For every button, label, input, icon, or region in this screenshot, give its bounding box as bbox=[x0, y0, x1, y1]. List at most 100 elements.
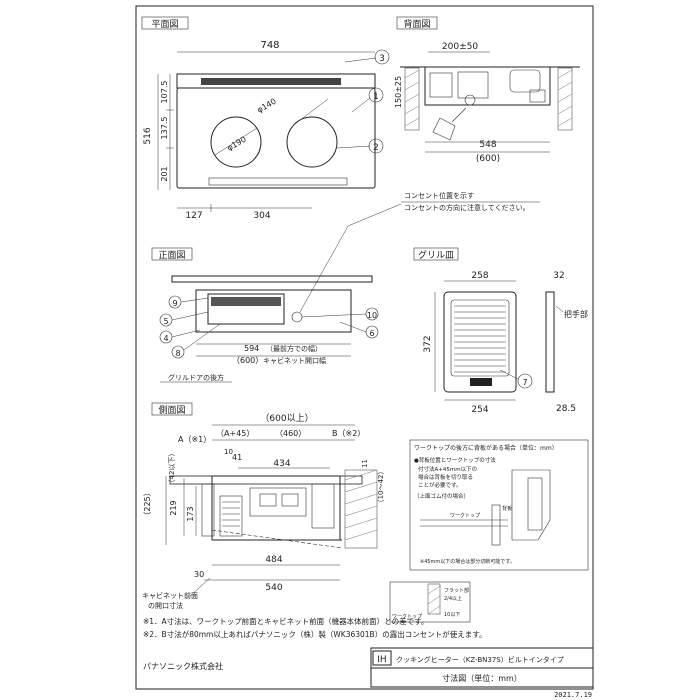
plan-x1-dim: 127 bbox=[185, 211, 202, 221]
inset-title: ワークトップの後方に背板がある場合（単位：mm） bbox=[414, 444, 558, 452]
grill-callout-7: 7 bbox=[522, 378, 527, 387]
right-burner-diameter: φ140 bbox=[256, 97, 278, 115]
note-2: ※2．B寸法が80mm以上あればパナソニック（株）製（WK36301B）の露出コ… bbox=[143, 629, 486, 639]
plan-view: 平面図 748 φ190 φ140 516 107.5 137.5 201 12… bbox=[141, 16, 390, 221]
front-callout-9: 9 bbox=[172, 299, 177, 308]
side-view-title: 側面図 bbox=[158, 404, 185, 416]
control-panel bbox=[208, 177, 348, 186]
back-walls bbox=[404, 67, 573, 131]
detail-worktop: ワークトップ bbox=[392, 614, 422, 620]
back-view-title: 背面図 bbox=[403, 18, 430, 30]
left-burner bbox=[210, 116, 262, 168]
cabinet-note-1: キャビネット前面 bbox=[142, 591, 198, 600]
side-41-dim: 41 bbox=[232, 453, 242, 462]
title-block: パナソニック株式会社 IH クッキングヒーター（KZ-BN37S）ビルトインタイ… bbox=[143, 647, 594, 699]
inset-line-5: （上面ゴム付の場合） bbox=[414, 492, 469, 500]
back-view: 背面図 200±50 150±25 bbox=[299, 16, 580, 313]
side-b-label: B（※2） bbox=[332, 429, 365, 438]
back-width-dim: 548 bbox=[479, 140, 496, 150]
side-view: 側面図 （600以上） A（※1） （A+45） （460） B（※2） 41 … bbox=[142, 402, 589, 623]
plan-d3-dim: 201 bbox=[160, 166, 169, 181]
front-width-note: （最前方での幅） bbox=[266, 344, 322, 353]
plan-d2-dim: 137.5 bbox=[160, 117, 169, 140]
front-opening-note: キャビネット開口幅 bbox=[263, 356, 326, 365]
company-name: パナソニック株式会社 bbox=[143, 661, 223, 671]
side-grill-slots bbox=[222, 501, 240, 527]
plan-x2-dim: 304 bbox=[253, 211, 270, 221]
grill-pan-view: グリル皿 258 32 調理器具 372 254 把手部 28.5 bbox=[413, 247, 588, 415]
front-top-plate bbox=[171, 275, 373, 283]
inset-back-label: 背板 bbox=[502, 505, 512, 512]
detail-10max: 10以下 bbox=[444, 612, 460, 618]
grill-top-width: 258 bbox=[471, 271, 488, 281]
front-callout-8: 8 bbox=[175, 349, 180, 358]
grill-ridges bbox=[454, 305, 506, 373]
drawing-date: 2021.7.19 bbox=[554, 691, 592, 699]
cabinet-note-2: の開口寸法 bbox=[148, 601, 183, 610]
worktop bbox=[169, 475, 363, 485]
grill-view-title: グリル皿 bbox=[418, 249, 454, 261]
side-30-dim: 30 bbox=[194, 570, 204, 579]
notes: ※1．A寸法は、ワークトップ前面とキャビネット前面（機器本体前面）との差です。 … bbox=[143, 616, 486, 639]
product-name: クッキングヒーター（KZ-BN37S）ビルトインタイプ bbox=[396, 655, 564, 664]
side-225-dim: （225） bbox=[143, 488, 152, 519]
outlet-direction-note: コンセントの方向に注意してください。 bbox=[404, 203, 530, 212]
side-10-42-dim: （10～42） bbox=[377, 468, 385, 507]
front-callout-6: 6 bbox=[369, 329, 374, 338]
plan-view-title: 平面図 bbox=[151, 19, 178, 30]
side-a-dim: （A+45） bbox=[216, 429, 254, 438]
side-484-dim: 484 bbox=[265, 555, 282, 565]
grill-pan bbox=[443, 291, 517, 393]
plan-width-dim: 748 bbox=[260, 40, 279, 51]
outlet-icon bbox=[432, 117, 456, 141]
plan-callout-2: 2 bbox=[373, 143, 379, 153]
grill-door bbox=[207, 293, 285, 325]
side-219-dim: 219 bbox=[169, 500, 178, 515]
ih-mark: IH bbox=[377, 655, 386, 665]
grill-bottom-width: 254 bbox=[471, 405, 488, 415]
detail-ratio: 2/4以上 bbox=[444, 595, 462, 602]
left-burner-diameter: φ190 bbox=[226, 135, 248, 153]
worktop-detail bbox=[389, 581, 471, 623]
side-a-label: A（※1） bbox=[178, 435, 211, 444]
back-width-paren: (600) bbox=[476, 154, 500, 164]
front-width-dim: 594 bbox=[244, 344, 259, 353]
side-b-dim: （460） bbox=[275, 429, 306, 438]
side-173-dim: 173 bbox=[186, 506, 195, 521]
inset-line-3: 場合は背板を切り取る bbox=[418, 473, 473, 481]
grill-grip-label: 把手部 bbox=[564, 309, 588, 319]
side-10-dim: 10 bbox=[224, 448, 233, 456]
inset-note: ※45mm以下の場合は部分切断可能です。 bbox=[420, 558, 515, 565]
detail-flat: フラット部 bbox=[444, 587, 469, 594]
front-callout-5: 5 bbox=[163, 317, 168, 326]
plan-depth-dim: 516 bbox=[143, 127, 153, 144]
grill-height: 372 bbox=[423, 335, 433, 352]
inset-line-2: 付寸法A+45mm以下の bbox=[418, 465, 477, 473]
grill-handle bbox=[211, 297, 281, 306]
grill-pan-label: 調理器具 bbox=[471, 380, 491, 387]
back-side-dim: 150±25 bbox=[394, 76, 403, 108]
front-callout-4: 4 bbox=[163, 334, 168, 343]
outlet-position-note: コンセント位置を示す bbox=[404, 191, 474, 200]
backpanel-inset bbox=[409, 439, 589, 571]
front-knob bbox=[291, 311, 303, 323]
drawing-border bbox=[135, 5, 594, 690]
grill-side-width-2: 28.5 bbox=[556, 404, 576, 414]
front-body bbox=[195, 289, 352, 333]
front-view: 正面図 9 5 4 8 10 6 594 （最前方での幅） （600） キャビネ… bbox=[151, 247, 379, 383]
drawing-title: 寸法図（単位：mm） bbox=[442, 673, 522, 683]
side-a-height: （42以下） bbox=[168, 450, 176, 487]
side-top-dim: （600以上） bbox=[260, 413, 313, 424]
right-burner bbox=[286, 116, 338, 168]
vent-grille bbox=[201, 78, 341, 85]
inset-worktop-label: ワークトップ bbox=[450, 513, 480, 519]
grill-door-note: グリルドアの後方 bbox=[168, 373, 224, 382]
grill-pan-side bbox=[545, 291, 555, 393]
plan-callout-3: 3 bbox=[379, 54, 385, 64]
side-11-dim: 11 bbox=[361, 459, 369, 468]
back-unit-body bbox=[424, 66, 551, 106]
front-view-title: 正面図 bbox=[158, 250, 185, 261]
inset-line-4: ことが必要です。 bbox=[418, 481, 461, 489]
front-callout-10: 10 bbox=[367, 311, 377, 320]
